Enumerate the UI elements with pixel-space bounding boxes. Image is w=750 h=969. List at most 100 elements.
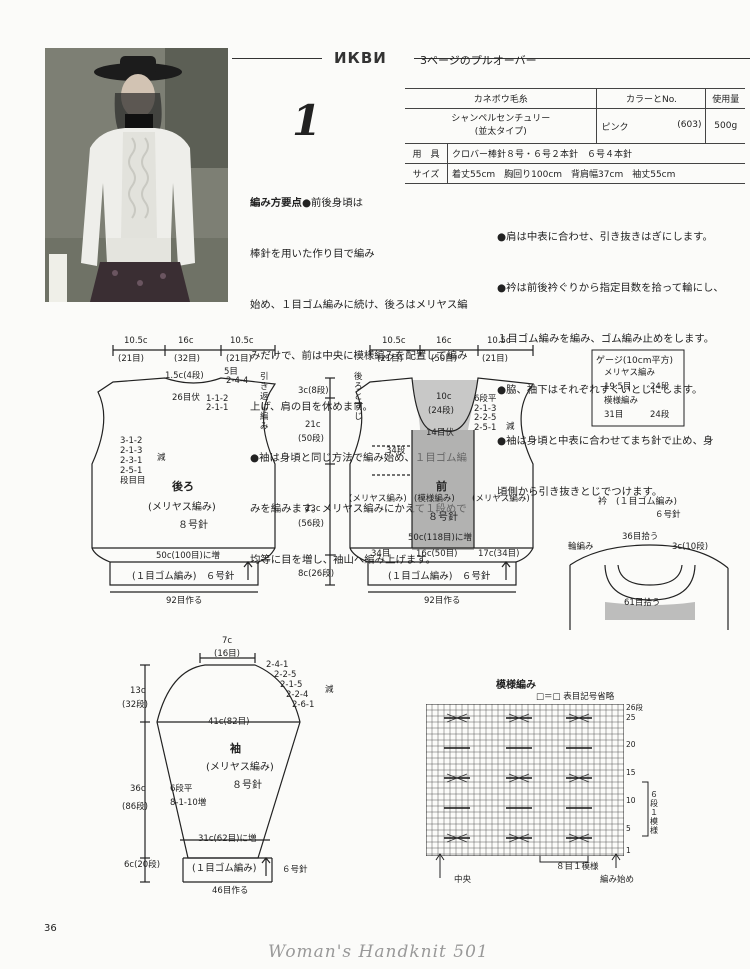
chart-repeat-bracket xyxy=(642,781,649,837)
front-stitches-3: (21目) xyxy=(482,354,508,364)
chart-bottom-marks xyxy=(435,853,621,878)
back-shoulder-dec-2: 1-1-2 xyxy=(206,394,229,404)
front-side-stitch-right: (メリヤス編み) xyxy=(472,494,530,504)
gauge-stitches-1: 19.5目 xyxy=(604,382,632,392)
back-shoulder-rows: 5目 xyxy=(224,367,238,377)
back-width-3: 10.5c xyxy=(230,336,254,346)
spec-color: ピンク xyxy=(601,122,629,133)
sleeve-cap-dec-line: 2-6-1 xyxy=(292,700,315,710)
instruction-line: ●袖は身頃と中表に合わせてまち針で止め、身 xyxy=(497,435,714,447)
front-width-1: 10.5c xyxy=(382,336,406,346)
spec-size-label: サイズ xyxy=(405,163,448,184)
sleeve-top-width: 7c xyxy=(222,636,233,646)
chart-row-26: 26段 xyxy=(626,703,644,712)
chart-row-5: 5 xyxy=(626,824,631,833)
chart-row-15: 15 xyxy=(626,768,636,777)
back-armhole-dec-line: 2-5-1 xyxy=(120,466,143,476)
gauge-rows-1: 24段 xyxy=(650,382,670,392)
instruction-line: 上げ、肩の目を休めます。 xyxy=(250,401,373,413)
front-width-2: 16c xyxy=(436,336,452,346)
height-bottom: 8c(26段) xyxy=(298,569,335,579)
chart-row-20: 20 xyxy=(626,740,636,749)
sleeve-inc-1: 6段平 xyxy=(170,784,193,794)
back-width-1: 10.5c xyxy=(124,336,148,346)
sleeve-cap-dec-line: 2-2-5 xyxy=(274,670,297,680)
back-neck-bindoff: 26目伏 xyxy=(172,393,200,403)
height-top: 3c(8段) xyxy=(298,386,329,396)
collar-back-pickup: 36目拾う xyxy=(622,532,659,542)
spec-header-row: カネボウ毛糸 カラーとNo. 使用量 xyxy=(405,88,745,109)
gauge-title: ゲージ(10cm平方) xyxy=(596,356,674,366)
instruction-line: 編み方要点●前後身頃は xyxy=(250,195,468,212)
spec-yarn-type: (並太タイプ) xyxy=(474,127,527,137)
sleeve-cuff-height: 6c(20段) xyxy=(124,860,161,870)
brand-box xyxy=(322,48,414,70)
pattern-chart-grid xyxy=(426,704,624,856)
spec-table: カネボウ毛糸 カラーとNo. 使用量 シャンペルセンチュリー (並太タイプ) ピ… xyxy=(405,88,745,184)
spec-yarn-row: シャンペルセンチュリー (並太タイプ) ピンク (603) 500g xyxy=(405,108,745,144)
back-armhole-dec-line: 段目目 xyxy=(120,476,146,486)
spec-yarn-cell: シャンペルセンチュリー (並太タイプ) xyxy=(405,108,598,144)
gauge-stitch-1: メリヤス編み xyxy=(604,368,656,378)
front-bottom-count-1: 34目 xyxy=(371,549,391,559)
gauge-stitches-2: 31目 xyxy=(604,410,624,420)
sleeve-stitch: (メリヤス編み) xyxy=(206,762,274,773)
back-name: 後ろ xyxy=(172,480,194,493)
instruction-line: 始め、１目ゴム編みに続け、後ろはメリヤス編 xyxy=(250,299,468,311)
chart-row-10: 10 xyxy=(626,796,636,805)
front-neck-dec-line: 6段平 xyxy=(474,394,497,404)
back-stitches-2: (32目) xyxy=(174,354,200,364)
chart-center-label: 中央 xyxy=(454,875,472,885)
instruction-line: みだけで、前は中央に模様編みを配置して編み xyxy=(250,350,468,362)
sleeve-cap-rows: (32段) xyxy=(122,700,148,710)
spec-color-no: (603) xyxy=(677,119,702,130)
sleeve-body-rows: (86段) xyxy=(122,802,148,812)
brand-name: ИКВИ xyxy=(334,49,387,67)
model-photo xyxy=(45,48,228,302)
chart-repeat-stitches: ８目１模様 xyxy=(556,862,599,872)
back-armhole-dec-line: 3-1-2 xyxy=(120,436,143,446)
instruction-line: ●肩は中表に合わせ、引き抜きはぎにします。 xyxy=(497,231,713,243)
sleeve-needle: ８号針 xyxy=(232,780,262,791)
instruction-text: ●前後身頃は xyxy=(301,197,363,209)
back-stitches-3: (21目) xyxy=(226,354,252,364)
chart-title: 模様編み xyxy=(496,680,536,691)
back-armhole-dec: 3-1-2 2-1-3 2-3-1 2-5-1 段目目 xyxy=(120,436,146,486)
collar-height: 3c(10段) xyxy=(672,542,709,552)
instruction-line: 頃側から引き抜きとじでつけます。 xyxy=(497,486,663,498)
back-increase: 50c(100目)に増 xyxy=(156,551,220,561)
back-armhole-dec-label: 減 xyxy=(157,453,166,463)
gauge-stitch-2: 模様編み xyxy=(604,396,639,406)
sleeve-top-stitches: (16目) xyxy=(214,649,240,659)
chart-start-label: 編み始め xyxy=(600,875,635,885)
sleeve-inc-2: 8-1-10増 xyxy=(170,798,207,808)
front-neck-dec-line: 2-5-1 xyxy=(474,422,497,433)
sleeve-cast-on: 46目作る xyxy=(212,886,249,896)
back-armhole-dec-line: 2-3-1 xyxy=(120,456,143,466)
front-neck-depth: 10c xyxy=(436,392,452,402)
sleeve-cap-height: 13c xyxy=(130,686,146,696)
sleeve-increase: 31c(62目)に増 xyxy=(198,834,257,844)
chart-legend: □＝□ 表目記号省略 xyxy=(536,692,615,702)
front-side-rows: 34段 xyxy=(386,446,406,456)
back-pullback: 引き返し編み xyxy=(260,372,269,432)
front-stitches-2: (50目) xyxy=(431,354,457,364)
front-needle: ８号針 xyxy=(428,512,458,523)
instruction-line: 棒針を用いた作り目で編み xyxy=(250,248,375,260)
spec-amount: 500g xyxy=(705,108,745,144)
collar-title: 衿 (１目ゴム編み) xyxy=(598,497,678,507)
pattern-number: 1 xyxy=(292,96,322,145)
front-width-3: 10.5c xyxy=(487,336,511,346)
collar-round-label: 輪編み xyxy=(568,542,594,552)
back-neck-depth: 1.5c(4段) xyxy=(165,371,204,381)
sleeve-rib-needle: ６号針 xyxy=(282,865,308,875)
instruction-line: ●衿は前後衿ぐりから指定目数を拾って輪にし、 xyxy=(497,282,724,294)
footer-watermark: Woman's Handknit 501 xyxy=(268,942,489,962)
front-side-stitch-left: (メリヤス編み) xyxy=(349,494,407,504)
sleeve-width: 41c(82目) xyxy=(208,717,250,727)
front-rib: (１目ゴム編み) ６号針 xyxy=(388,571,491,582)
front-stitches-1: (21目) xyxy=(377,354,403,364)
sleeve-cap-dec-line: 2-2-4 xyxy=(286,690,309,700)
height-middle: 23c xyxy=(305,504,321,514)
